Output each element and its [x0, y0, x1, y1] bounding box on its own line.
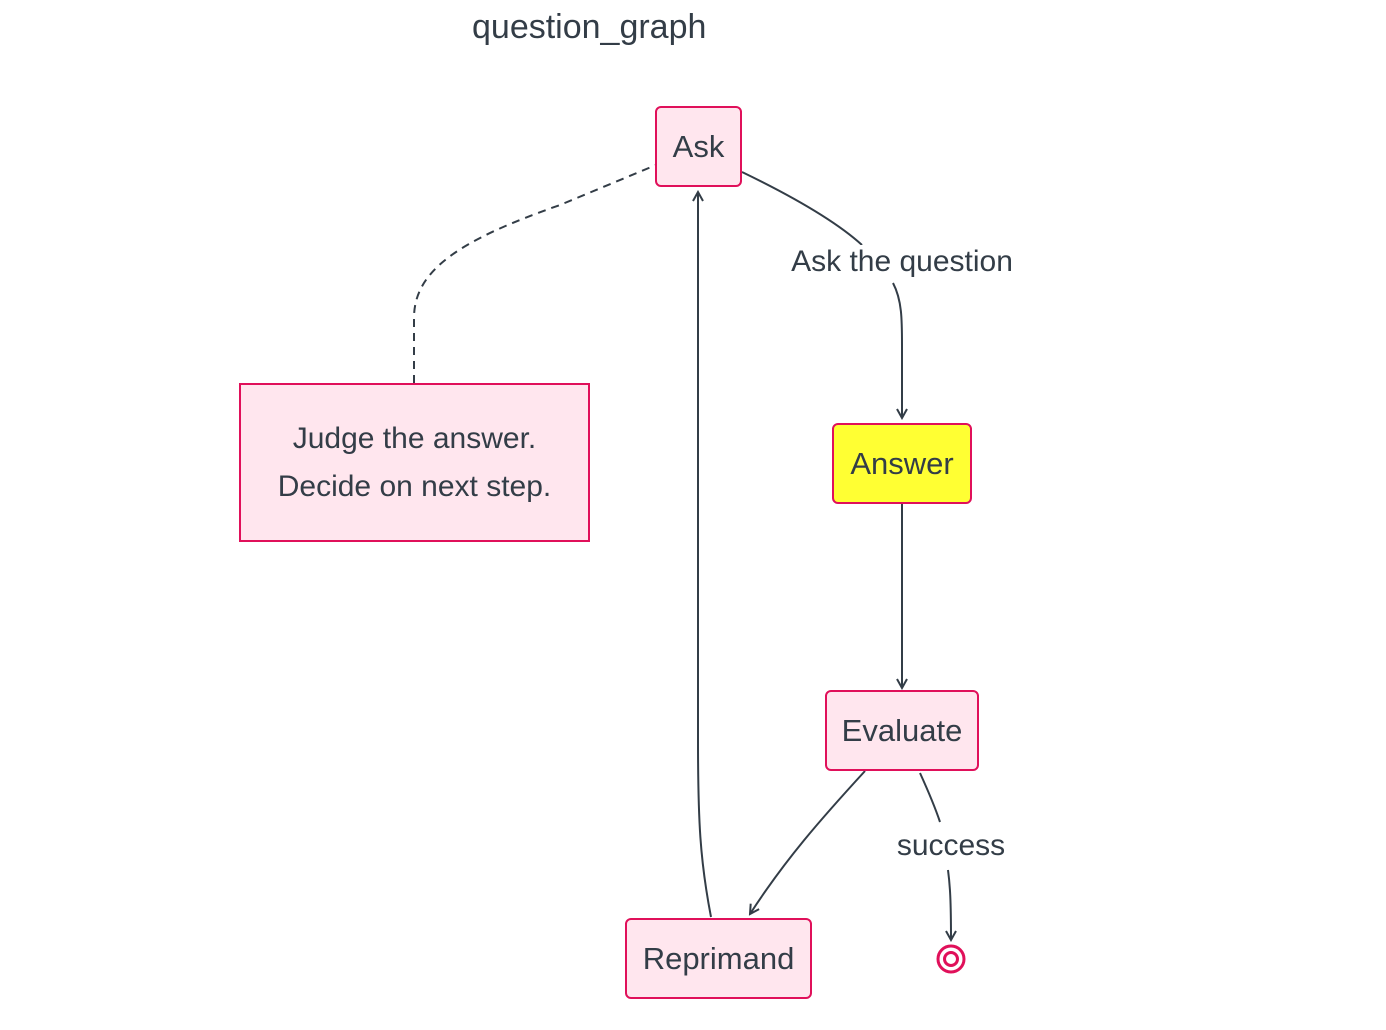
- node-answer[interactable]: Answer: [832, 423, 972, 504]
- edge-evaluate-to-end-tail: [948, 869, 951, 940]
- end-state-icon: [936, 944, 966, 974]
- node-reprimand[interactable]: Reprimand: [625, 918, 812, 999]
- edge-evaluate-to-reprimand: [750, 770, 866, 914]
- edge-ask-to-answer: [741, 171, 863, 246]
- note-line-1: Judge the answer.: [292, 421, 537, 455]
- note-box: Judge the answer. Decide on next step.: [239, 383, 590, 542]
- node-evaluate[interactable]: Evaluate: [825, 690, 979, 771]
- diagram-title: question_graph: [472, 8, 707, 46]
- edge-label-success: success: [892, 829, 1010, 863]
- edge-reprimand-to-ask: [698, 192, 712, 918]
- node-ask-label: Ask: [672, 128, 725, 164]
- node-answer-label: Answer: [850, 445, 954, 481]
- note-line-2: Decide on next step.: [277, 469, 552, 503]
- note-connector: [413, 164, 657, 383]
- edge-label-ask-the-question: Ask the question: [787, 245, 1017, 279]
- node-ask[interactable]: Ask: [655, 106, 742, 187]
- node-evaluate-label: Evaluate: [841, 712, 963, 748]
- node-reprimand-label: Reprimand: [642, 940, 795, 976]
- edge-ask-to-answer-tail: [892, 282, 902, 418]
- edge-evaluate-to-end: [919, 772, 941, 823]
